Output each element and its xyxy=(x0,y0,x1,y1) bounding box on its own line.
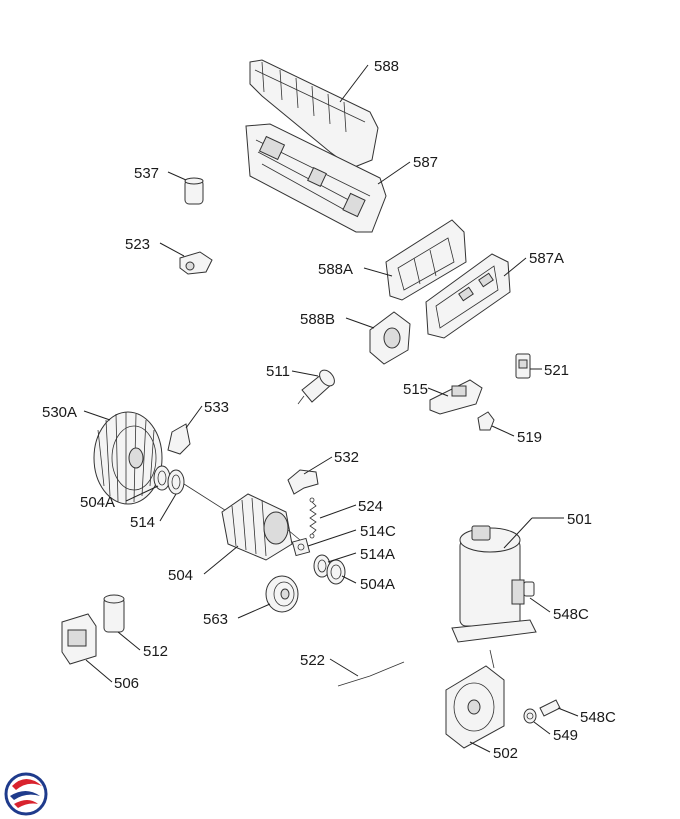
label-521: 521 xyxy=(544,362,569,379)
part-533 xyxy=(167,423,191,455)
label-511: 511 xyxy=(266,363,290,380)
part-519 xyxy=(477,411,495,431)
label-532: 532 xyxy=(334,449,359,466)
label-514A: 514A xyxy=(360,546,395,563)
label-587: 587 xyxy=(413,154,438,171)
label-501: 501 xyxy=(567,511,592,528)
part-548C-bottom xyxy=(539,699,561,717)
part-501-compressor xyxy=(451,525,537,643)
part-588A-frame xyxy=(385,219,467,301)
part-504A-right-ring xyxy=(326,559,346,585)
part-514-ring xyxy=(167,469,185,495)
label-514C: 514C xyxy=(360,523,396,540)
label-522: 522 xyxy=(300,652,325,669)
label-504A-left: 504A xyxy=(80,494,115,511)
label-524: 524 xyxy=(358,498,383,515)
label-548C-bottom: 548C xyxy=(580,709,616,726)
part-504-motor xyxy=(183,483,301,561)
part-523 xyxy=(179,251,213,275)
label-533: 533 xyxy=(204,399,229,416)
part-537 xyxy=(184,177,204,205)
label-548C-top: 548C xyxy=(553,606,589,623)
part-532 xyxy=(287,469,319,495)
label-514: 514 xyxy=(130,514,155,531)
part-511 xyxy=(297,369,335,405)
label-549: 549 xyxy=(553,727,578,744)
label-563: 563 xyxy=(203,611,228,628)
label-506: 506 xyxy=(114,675,139,692)
part-563-pulley xyxy=(265,575,299,613)
part-588-cover xyxy=(249,59,379,169)
part-512 xyxy=(103,594,125,633)
brand-swirl-logo xyxy=(4,772,48,816)
part-587-board xyxy=(245,123,387,233)
part-549 xyxy=(523,708,537,724)
label-530A: 530A xyxy=(42,404,77,421)
label-502: 502 xyxy=(493,745,518,762)
part-502-fan xyxy=(445,649,505,749)
label-504A-right: 504A xyxy=(360,576,395,593)
part-506 xyxy=(61,613,97,665)
label-587A: 587A xyxy=(529,250,564,267)
part-548C-top xyxy=(523,581,535,597)
label-504: 504 xyxy=(168,567,193,584)
part-521 xyxy=(515,353,531,379)
part-522 xyxy=(337,661,405,687)
part-524-spring xyxy=(309,497,317,539)
label-515: 515 xyxy=(403,381,428,398)
part-515 xyxy=(429,379,483,415)
label-588: 588 xyxy=(374,58,399,75)
label-588A: 588A xyxy=(318,261,353,278)
label-523: 523 xyxy=(125,236,150,253)
label-512: 512 xyxy=(143,643,168,660)
label-519: 519 xyxy=(517,429,542,446)
label-537: 537 xyxy=(134,165,159,182)
part-530A-blower-wheel xyxy=(93,411,163,505)
part-588B xyxy=(369,311,411,365)
part-587A-board xyxy=(425,253,511,339)
part-514C xyxy=(291,537,311,557)
label-588B: 588B xyxy=(300,311,335,328)
